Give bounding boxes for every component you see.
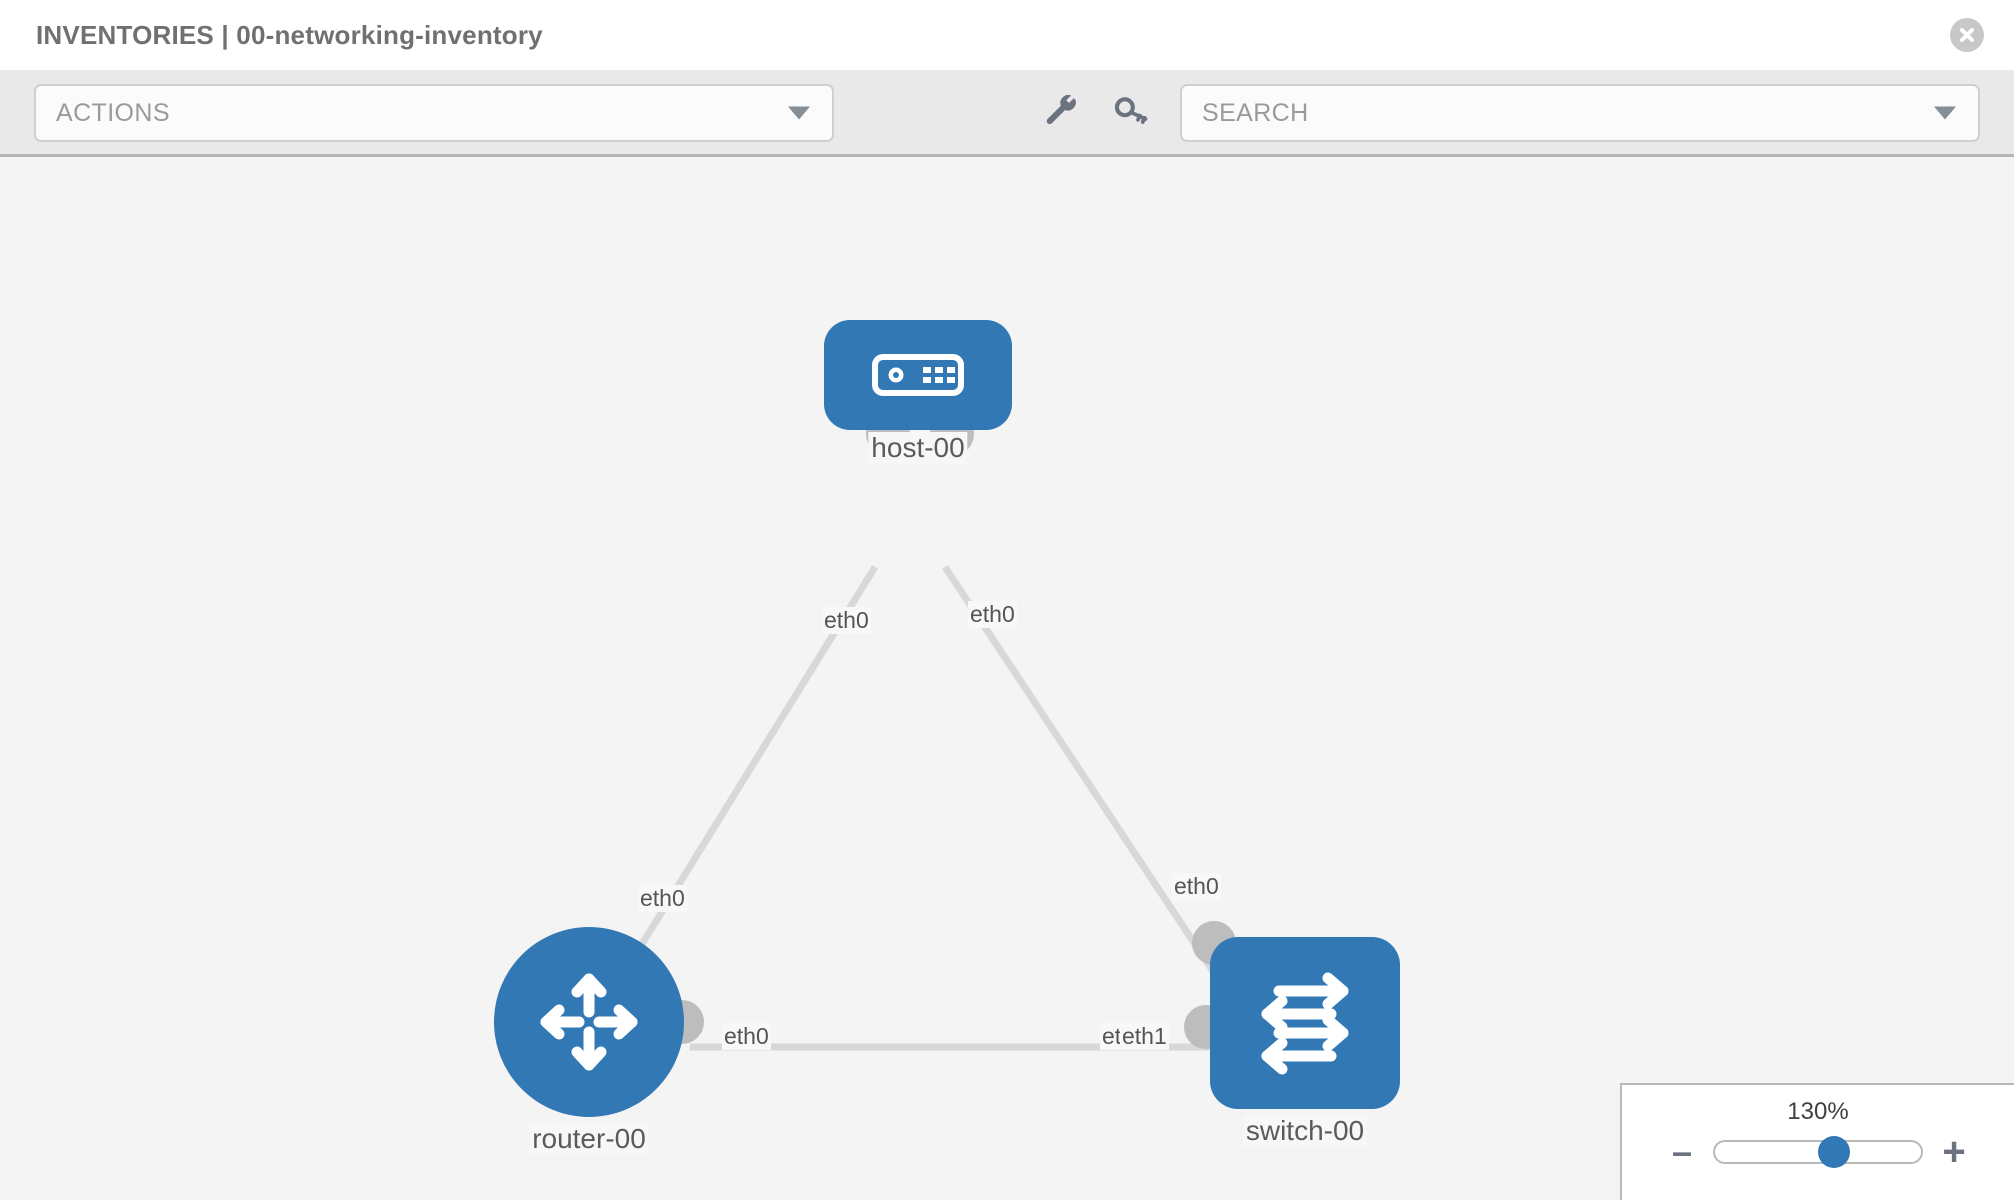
zoom-level-value: 130% xyxy=(1787,1098,1849,1125)
node-host-00-label: host-00 xyxy=(868,432,968,464)
node-switch-00-shape[interactable] xyxy=(1210,937,1400,1109)
page-title: INVENTORIES | 00-networking-inventory xyxy=(36,19,543,50)
actions-dropdown[interactable]: ACTIONS xyxy=(34,84,834,142)
link-host-switch[interactable] xyxy=(942,565,1233,999)
node-router-00-label: router-00 xyxy=(529,1123,649,1155)
topology-links xyxy=(597,565,1233,1051)
key-icon[interactable] xyxy=(1110,90,1154,134)
actions-dropdown-label: ACTIONS xyxy=(56,98,170,127)
zoom-out-button[interactable]: – xyxy=(1671,1131,1693,1172)
node-switch-00-label: switch-00 xyxy=(1242,1115,1368,1147)
wrench-icon[interactable] xyxy=(1040,90,1084,134)
switch-icon xyxy=(1261,972,1349,1075)
close-x-glyph xyxy=(1960,28,1974,42)
chevron-down-icon xyxy=(1934,106,1956,120)
node-router-00-shape[interactable] xyxy=(494,927,684,1117)
interface-label-router-upper: eth0 xyxy=(638,885,687,912)
router-icon xyxy=(540,973,638,1071)
zoom-control-panel: 130% – + xyxy=(1620,1083,2014,1200)
search-placeholder: SEARCH xyxy=(1202,98,1309,127)
interface-label-switch-upper: eth0 xyxy=(1172,873,1221,900)
node-switch-00[interactable]: switch-00 xyxy=(1184,921,1400,1147)
node-host-00-shape[interactable] xyxy=(824,320,1012,430)
close-icon[interactable] xyxy=(1950,18,1984,52)
wrench-glyph xyxy=(1046,94,1076,125)
toolbar: ACTIONS SEARCH xyxy=(0,70,2014,157)
page-header: INVENTORIES | 00-networking-inventory xyxy=(0,0,2014,70)
zoom-slider[interactable] xyxy=(1713,1136,1923,1168)
zoom-in-button[interactable]: + xyxy=(1942,1130,1966,1174)
zoom-slider-thumb[interactable] xyxy=(1818,1136,1851,1168)
node-router-00[interactable]: router-00 xyxy=(494,927,704,1155)
node-host-00[interactable]: host-00 xyxy=(824,320,1012,464)
interface-label-switch-left-b: eth1 xyxy=(1120,1023,1169,1050)
interface-label-host-right: eth0 xyxy=(968,601,1017,628)
topology-canvas[interactable]: host-00 eth0 eth0 router-00 eth0 eth0 xyxy=(0,157,2014,1200)
link-host-router[interactable] xyxy=(597,565,878,1014)
interface-label-router-right: eth0 xyxy=(722,1023,771,1050)
server-icon xyxy=(872,354,964,396)
key-glyph xyxy=(1114,97,1148,124)
zoom-slider-row: – + xyxy=(1622,1130,2014,1174)
interface-label-host-left: eth0 xyxy=(822,607,871,634)
search-input[interactable]: SEARCH xyxy=(1180,84,1980,142)
chevron-down-icon xyxy=(788,106,810,120)
